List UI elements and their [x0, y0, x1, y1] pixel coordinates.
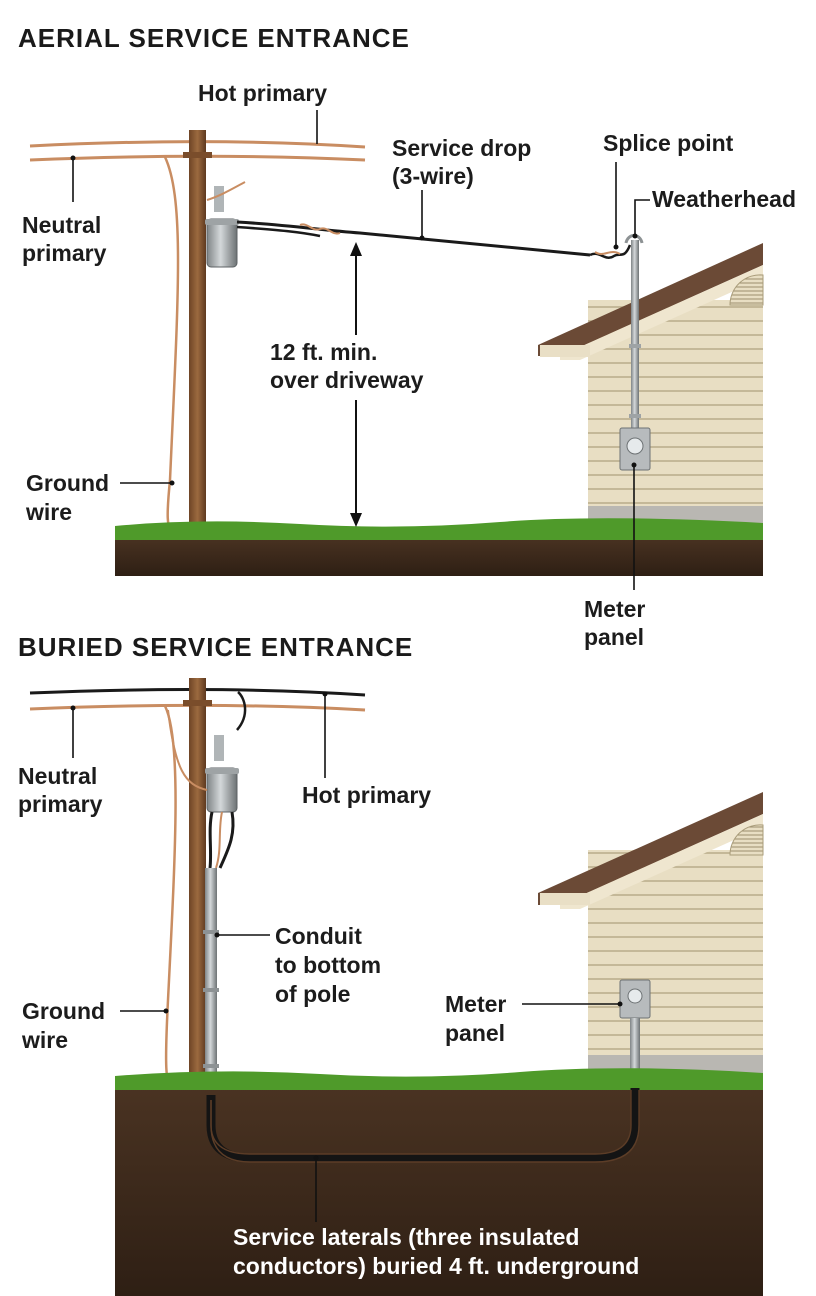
label-conduit-2: to bottom [275, 952, 381, 978]
buried-meter-panel [619, 979, 651, 1088]
buried-label-hot-primary: Hot primary [302, 782, 431, 808]
aerial-transformer [205, 181, 246, 268]
buried-house [538, 792, 764, 1075]
buried-transformer [167, 691, 247, 869]
label-meter-panel-2: panel [584, 624, 644, 650]
label-service-laterals-2: conductors) buried 4 ft. underground [233, 1253, 639, 1279]
label-conduit-3: of pole [275, 981, 350, 1007]
pole-conduit [203, 868, 219, 1100]
label-conduit-1: Conduit [275, 923, 362, 949]
label-meter-panel-1: Meter [584, 596, 645, 622]
clearance-arrow [350, 242, 362, 527]
aerial-ground-wire [163, 156, 180, 529]
label-clearance-1: 12 ft. min. [270, 339, 377, 365]
label-clearance-2: over driveway [270, 367, 424, 393]
buried-label-meter-panel-1: Meter [445, 991, 506, 1017]
label-hot-primary: Hot primary [198, 80, 327, 106]
label-weatherhead: Weatherhead [652, 186, 796, 212]
buried-utility-pole [183, 678, 212, 1090]
buried-label-meter-panel-2: panel [445, 1020, 505, 1046]
aerial-house [538, 243, 764, 526]
aerial-title: AERIAL SERVICE ENTRANCE [18, 23, 410, 53]
buried-leader-lines [70, 691, 623, 1222]
buried-label-ground-wire-1: Ground [22, 998, 105, 1024]
aerial-ground [115, 518, 763, 576]
label-service-laterals-1: Service laterals (three insulated [233, 1224, 579, 1250]
buried-label-neutral-primary-1: Neutral [18, 763, 97, 789]
label-ground-wire-1: Ground [26, 470, 109, 496]
buried-ground [115, 1068, 763, 1296]
buried-label-neutral-primary-2: primary [18, 791, 103, 817]
buried-title: BURIED SERVICE ENTRANCE [18, 632, 413, 662]
label-splice-point: Splice point [603, 130, 734, 156]
aerial-meter-panel [619, 427, 651, 471]
label-neutral-primary-2: primary [22, 240, 107, 266]
buried-ground-wire [163, 705, 177, 1081]
service-laterals [206, 1088, 640, 1163]
label-ground-wire-2: wire [25, 499, 72, 525]
aerial-leader-lines [70, 110, 650, 590]
aerial-service-drop [236, 220, 632, 259]
label-neutral-primary-1: Neutral [22, 212, 101, 238]
buried-label-ground-wire-2: wire [21, 1027, 68, 1053]
aerial-utility-pole [183, 130, 212, 528]
label-service-drop-2: (3-wire) [392, 163, 474, 189]
label-service-drop-1: Service drop [392, 135, 531, 161]
